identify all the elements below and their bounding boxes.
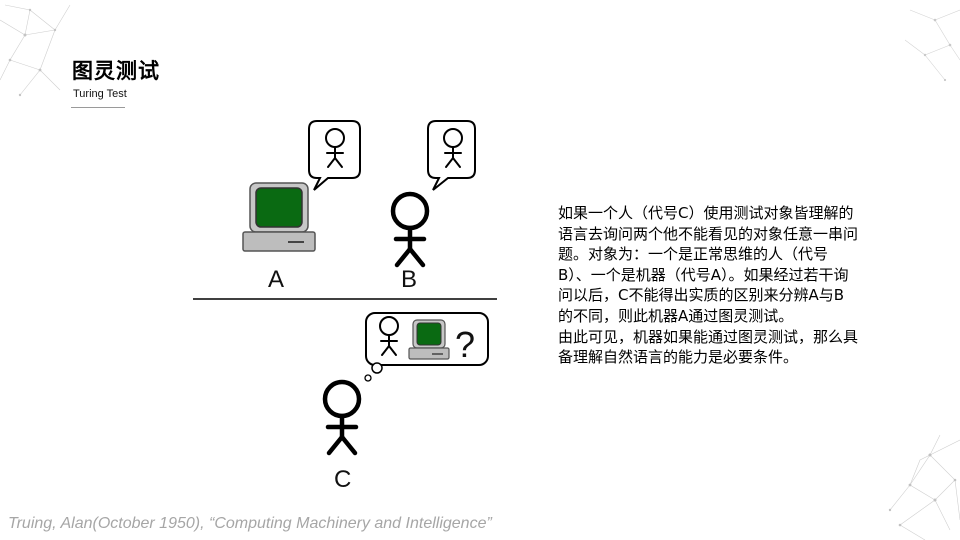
thought-bubble-icon: ?: [364, 312, 489, 382]
person-b: [393, 194, 427, 265]
computer-icon-a: [242, 182, 316, 252]
computer-icon-small: [408, 319, 450, 360]
network-decoration-top-right: [904, 9, 960, 82]
citation: Truing, Alan(October 1950), “Computing M…: [8, 515, 492, 532]
description-paragraph-2: 由此可见，机器如果能通过图灵测试，那么具备理解自然语言的能力是必要条件。: [558, 327, 859, 367]
title-underline: [71, 107, 125, 108]
slide-subtitle: Turing Test: [73, 88, 127, 100]
question-mark: ?: [455, 324, 475, 365]
turing-test-diagram: A B ? C: [193, 120, 497, 493]
speech-bubble-icon-b: [427, 120, 476, 191]
stick-figure-icon: [325, 382, 359, 453]
network-decoration-top-left: [0, 4, 71, 97]
slide-title: 图灵测试: [72, 59, 160, 83]
label-c: C: [334, 466, 351, 493]
person-c: [325, 382, 359, 453]
stick-figure-icon: [393, 194, 427, 265]
label-b: B: [401, 266, 417, 293]
label-a: A: [268, 266, 284, 293]
description-paragraph-1: 如果一个人（代号C）使用测试对象皆理解的语言去询问两个他不能看见的对象任意一串问…: [558, 204, 859, 325]
speech-bubble-icon-a: [308, 120, 361, 191]
description-text: 如果一个人（代号C）使用测试对象皆理解的语言去询问两个他不能看见的对象任意一串问…: [558, 203, 858, 368]
network-decoration-bottom-right: [888, 434, 960, 540]
